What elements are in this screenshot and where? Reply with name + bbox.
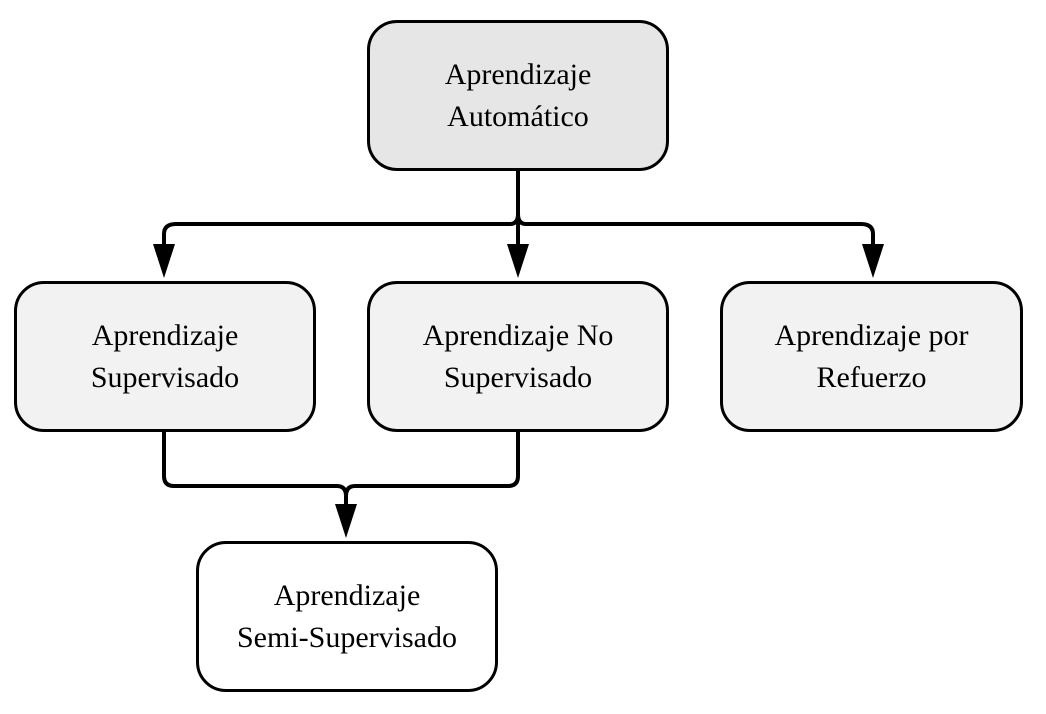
node-label-line: Aprendizaje xyxy=(273,578,421,612)
arrowhead-semi xyxy=(335,504,357,538)
arrowhead-reinforcement xyxy=(862,244,884,278)
node-label-line: Supervisado xyxy=(443,360,593,394)
node-label: Aprendizaje por Refuerzo xyxy=(774,315,968,399)
node-label: Aprendizaje Automático xyxy=(445,54,592,138)
node-label-line: Aprendizaje No xyxy=(422,318,614,352)
node-label: Aprendizaje No Supervisado xyxy=(423,315,614,399)
node-aprendizaje-no-supervisado: Aprendizaje No Supervisado xyxy=(367,281,669,432)
arrowhead-unsupervised xyxy=(507,244,529,278)
node-label: Aprendizaje Semi-Supervisado xyxy=(237,575,457,659)
node-label-line: Aprendizaje xyxy=(91,318,239,352)
node-label: Aprendizaje Supervisado xyxy=(91,315,239,399)
node-aprendizaje-semi-supervisado: Aprendizaje Semi-Supervisado xyxy=(196,541,498,692)
node-label-line: Aprendizaje xyxy=(444,57,592,91)
node-aprendizaje-automatico: Aprendizaje Automático xyxy=(367,20,669,171)
node-label-line: Supervisado xyxy=(90,360,240,394)
arrowhead-supervised xyxy=(153,244,175,278)
node-aprendizaje-supervisado: Aprendizaje Supervisado xyxy=(14,281,316,432)
edge-unsupervised-down xyxy=(344,432,520,497)
node-label-line: Automático xyxy=(447,99,589,133)
edge-supervised-down xyxy=(162,432,348,497)
node-label-line: Semi-Supervisado xyxy=(237,620,457,654)
node-aprendizaje-por-refuerzo: Aprendizaje por Refuerzo xyxy=(720,281,1023,432)
node-label-line: Aprendizaje por xyxy=(774,318,969,352)
node-label-line: Refuerzo xyxy=(816,360,927,394)
